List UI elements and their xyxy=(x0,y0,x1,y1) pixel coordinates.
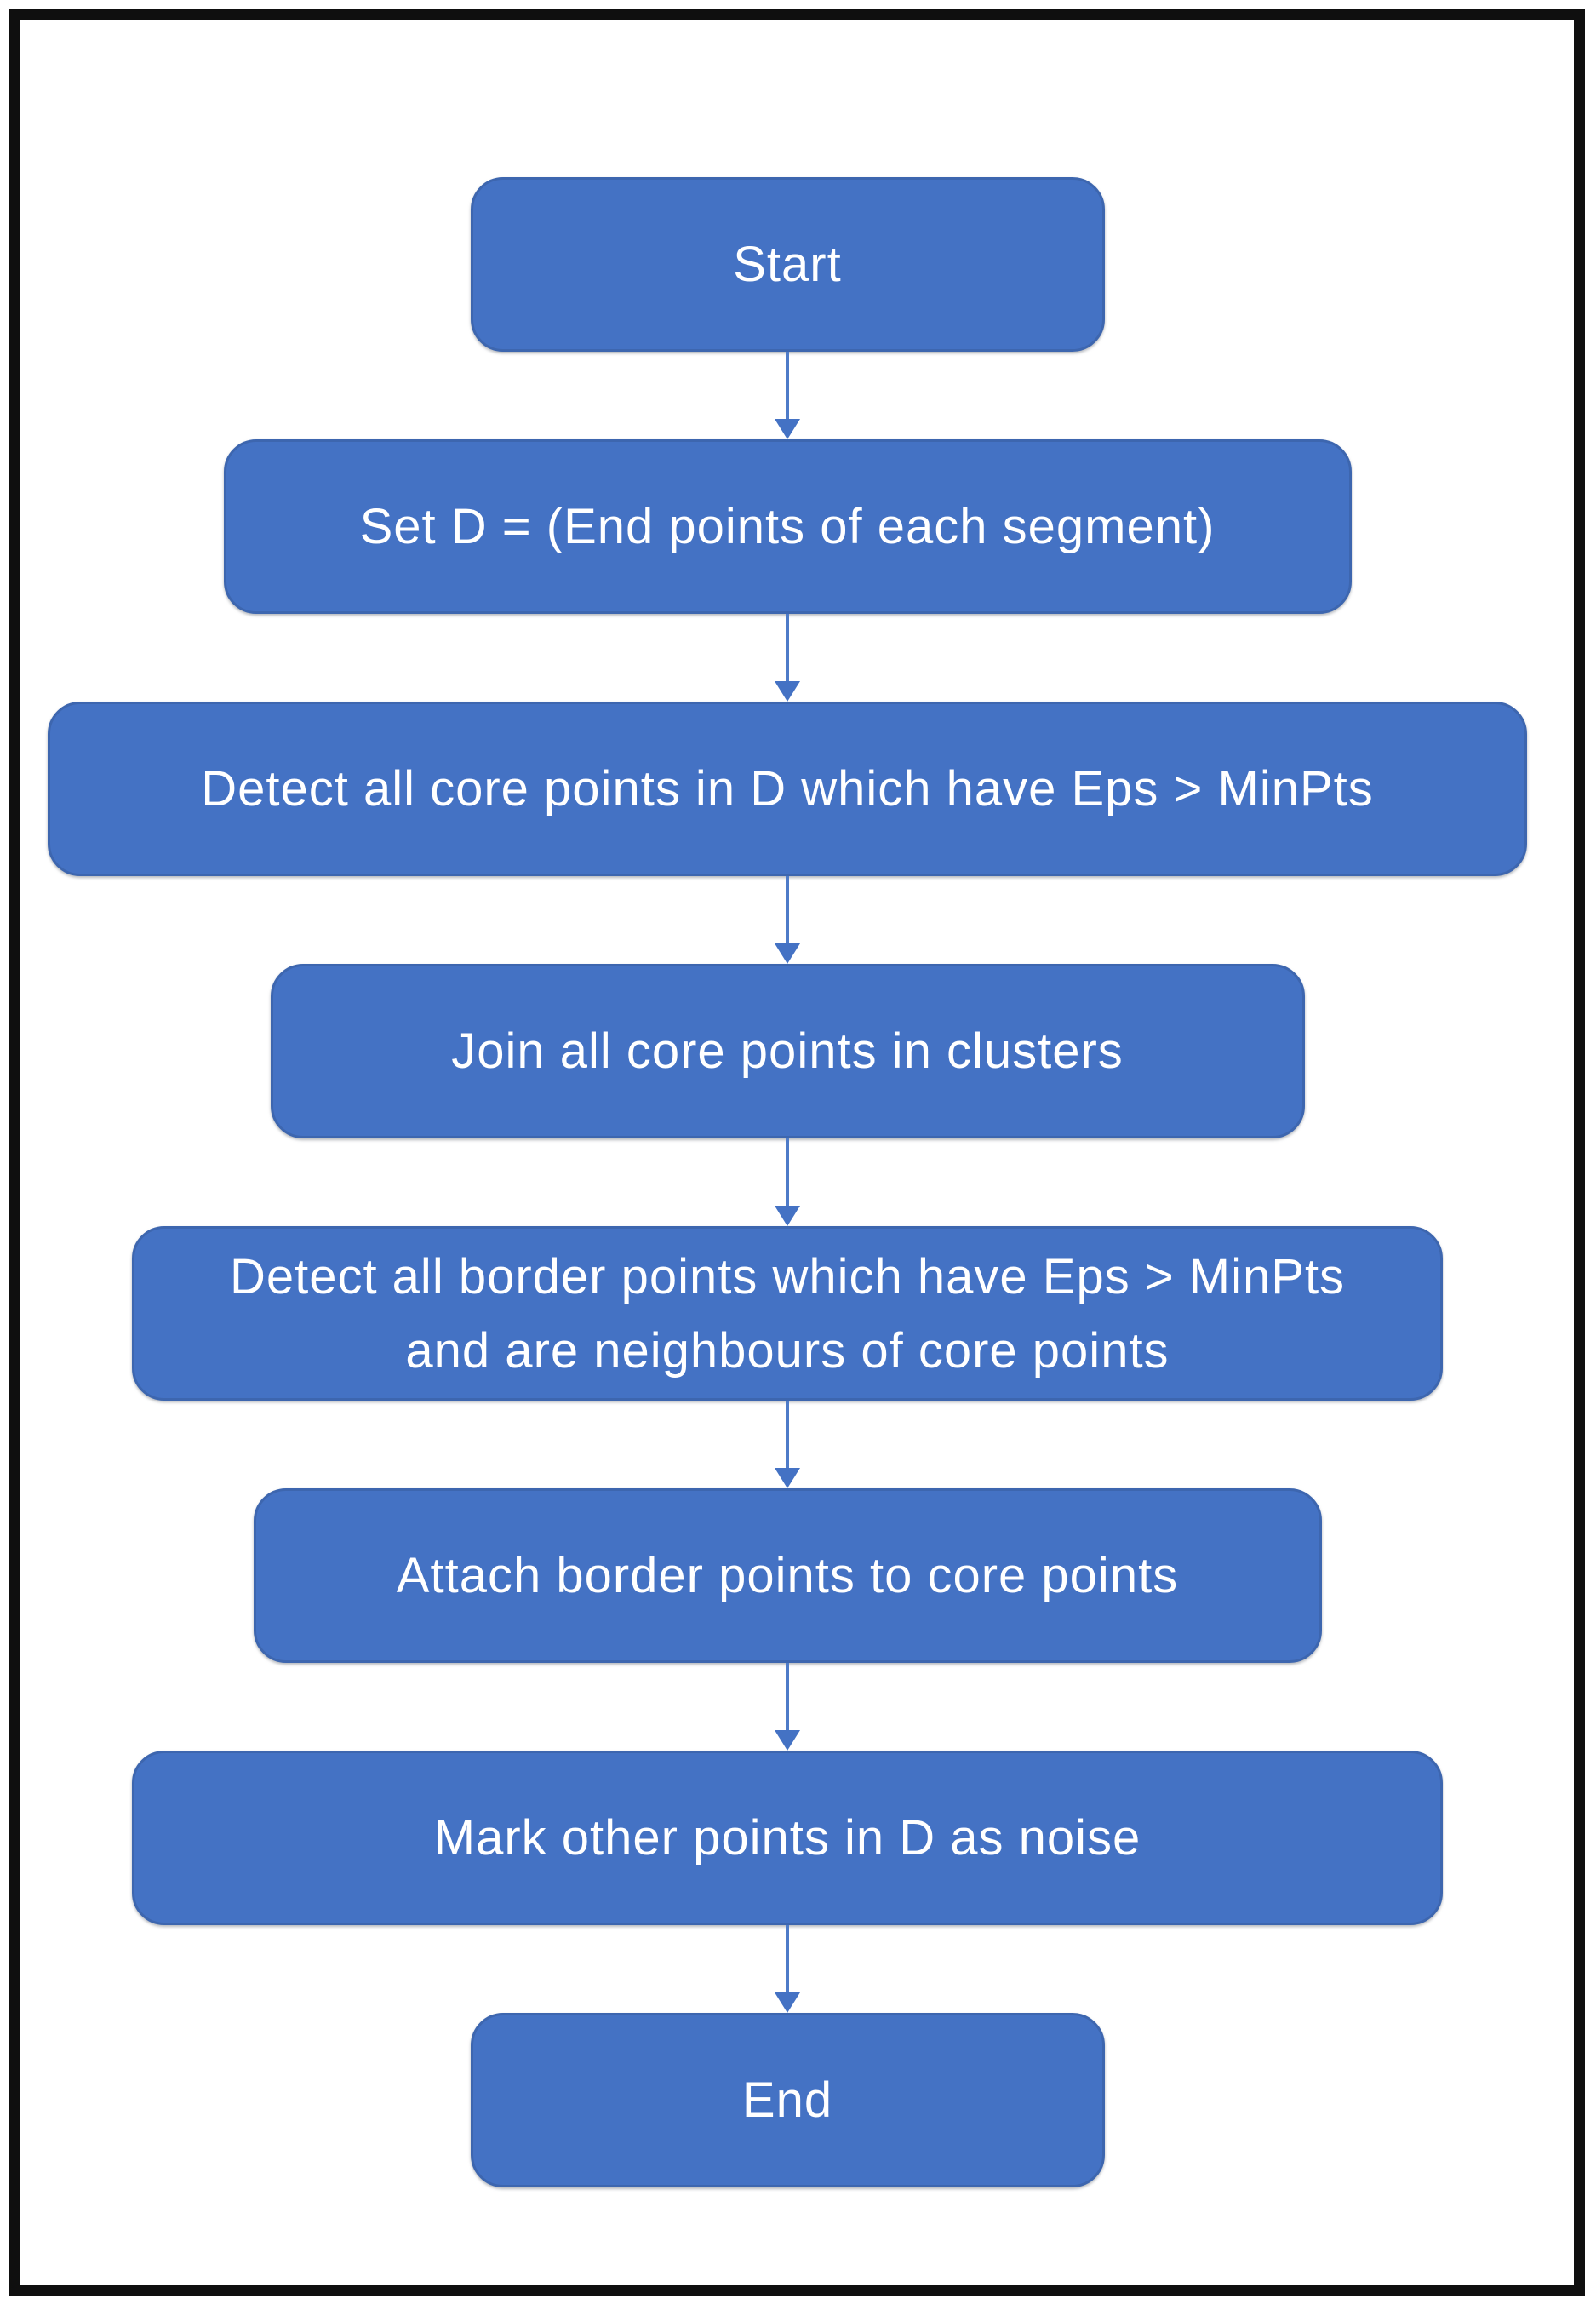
arrow-head-icon xyxy=(775,1206,800,1226)
flow-node-label: Join all core points in clusters xyxy=(451,1023,1124,1079)
arrow-head-icon xyxy=(775,1992,800,2013)
arrow-line xyxy=(786,1138,789,1206)
arrow-head-icon xyxy=(775,1468,800,1488)
flow-node-start: Start xyxy=(470,177,1105,352)
down-arrow xyxy=(775,614,800,702)
down-arrow xyxy=(775,876,800,964)
flow-node-mark-noise: Mark other points in D as noise xyxy=(132,1751,1443,1925)
flow-node-join-core: Join all core points in clusters xyxy=(270,964,1305,1138)
arrow-line xyxy=(786,1663,789,1730)
arrow-head-icon xyxy=(775,1730,800,1751)
down-arrow xyxy=(775,1138,800,1226)
down-arrow xyxy=(775,1663,800,1751)
arrow-line xyxy=(786,352,789,419)
flow-node-label: Attach border points to core points xyxy=(396,1548,1179,1603)
flowchart: Start Set D = (End points of each segmen… xyxy=(20,20,1555,2285)
flow-node-label: Detect all border points which have Eps … xyxy=(229,1248,1346,1379)
flow-node-label: Detect all core points in D which have E… xyxy=(201,761,1374,817)
flow-node-end: End xyxy=(470,2013,1105,2187)
down-arrow xyxy=(775,1925,800,2013)
flow-node-set-d: Set D = (End points of each segment) xyxy=(223,439,1352,614)
flow-node-attach-border: Attach border points to core points xyxy=(253,1488,1322,1663)
flow-node-detect-border: Detect all border points which have Eps … xyxy=(132,1226,1443,1401)
arrow-head-icon xyxy=(775,681,800,702)
arrow-line xyxy=(786,614,789,681)
arrow-line xyxy=(786,1401,789,1468)
flowchart-frame: Start Set D = (End points of each segmen… xyxy=(9,9,1585,2296)
arrow-line xyxy=(786,876,789,943)
down-arrow xyxy=(775,1401,800,1488)
flow-node-detect-core: Detect all core points in D which have E… xyxy=(48,702,1527,876)
down-arrow xyxy=(775,352,800,439)
flow-node-label: End xyxy=(741,2072,833,2128)
flow-node-label: Set D = (End points of each segment) xyxy=(359,499,1216,554)
arrow-line xyxy=(786,1925,789,1992)
arrow-head-icon xyxy=(775,943,800,964)
arrow-head-icon xyxy=(775,419,800,439)
flow-node-label: Start xyxy=(733,237,842,292)
flow-node-label: Mark other points in D as noise xyxy=(433,1810,1141,1866)
